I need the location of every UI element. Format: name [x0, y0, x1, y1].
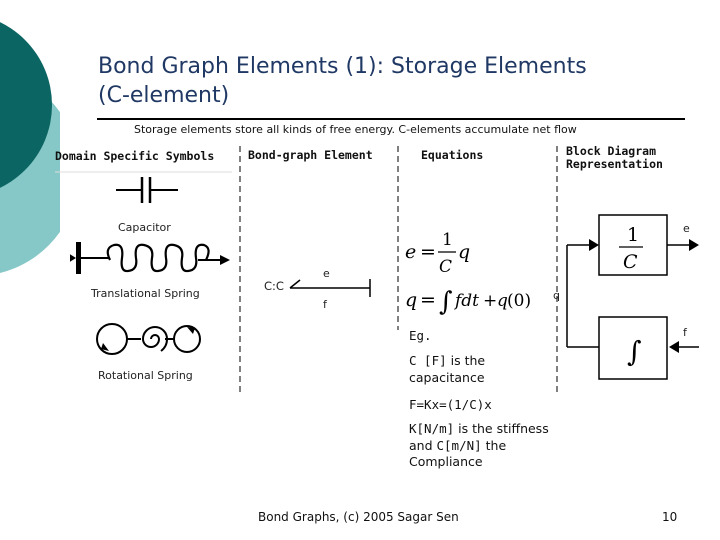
svg-text:+: + [483, 291, 497, 311]
dark-teal-circle [0, 22, 52, 188]
bond-effort-label: e [323, 267, 330, 280]
svg-text:1: 1 [442, 230, 453, 250]
svg-text:q: q [497, 291, 508, 311]
capacitor-label: Capacitor [118, 221, 171, 234]
equation-e: e = 1 C q [405, 230, 470, 277]
bond-arrow [289, 279, 371, 297]
svg-text:(0): (0) [507, 291, 531, 311]
equation-q: q = ∫ fdt + q (0) [405, 287, 531, 317]
block-flow-label: f [683, 326, 687, 339]
integrator-block [598, 316, 668, 380]
capacitor-icon [116, 177, 178, 203]
block-diagram: 1 C ∫ [566, 214, 699, 380]
bond-flow-label: f [323, 298, 327, 311]
bond-element-label: C:C [264, 279, 284, 293]
note-k-text1: is the stiffness and [409, 421, 549, 453]
header-bond-element: Bond-graph Element [248, 148, 373, 162]
block-q-label: q [553, 289, 560, 302]
decorative-circles [0, 22, 60, 273]
rotational-spring-label: Rotational Spring [98, 369, 193, 382]
note-c2-symbol: C[m/N] [436, 437, 482, 453]
header-block-line1: Block Diagram [566, 144, 657, 158]
subtitle: Storage elements store all kinds of free… [134, 123, 577, 136]
svg-text:=: = [420, 289, 436, 311]
title-line-1: Bond Graph Elements (1): Storage Element… [98, 54, 587, 79]
header-block-diagram: Block Diagram Representation [566, 145, 663, 171]
equations-block: e = 1 C q q = ∫ fdt + q (0) [405, 230, 531, 317]
svg-text:∫: ∫ [439, 287, 453, 317]
header-block-line2: Representation [566, 157, 663, 171]
header-equations: Equations [421, 148, 484, 162]
svg-text:q: q [458, 241, 470, 263]
note-eg-text: Eg. [409, 328, 432, 343]
note-eg: Eg. [409, 328, 549, 345]
note-formula: F=Kx=(1/C)x [409, 397, 549, 414]
note-c-text: is the capacitance [409, 353, 486, 385]
note-stiffness: K[N/m] is the stiffness and C[m/N] the C… [409, 421, 549, 471]
note-capacitance: C [F] is the capacitance [409, 353, 549, 386]
svg-text:q: q [405, 289, 417, 311]
svg-text:1: 1 [627, 224, 639, 246]
note-k-text2: the Compliance [409, 437, 507, 470]
title-rule [97, 118, 685, 120]
page-number: 10 [662, 510, 678, 524]
svg-text:fdt: fdt [453, 291, 479, 311]
footer-credit: Bond Graphs, (c) 2005 Sagar Sen [258, 510, 459, 524]
svg-text:∫: ∫ [627, 335, 642, 368]
svg-text:C: C [623, 251, 638, 273]
note-c-symbol: C [F] [409, 353, 447, 368]
svg-text:e: e [405, 241, 416, 263]
note-formula-text: F=Kx=(1/C)x [409, 397, 492, 412]
block-effort-label: e [683, 222, 690, 235]
translational-spring-icon [70, 242, 230, 274]
note-k-symbol: K[N/m] [409, 421, 455, 436]
header-domain-symbols: Domain Specific Symbols [55, 149, 215, 163]
rotational-spring-icon [96, 323, 201, 355]
title-line-2: (C-element) [98, 83, 230, 108]
svg-text:C: C [439, 257, 452, 277]
translational-spring-label: Translational Spring [91, 287, 200, 300]
svg-text:=: = [420, 241, 436, 263]
slide-title: Bond Graph Elements (1): Storage Element… [98, 52, 698, 110]
